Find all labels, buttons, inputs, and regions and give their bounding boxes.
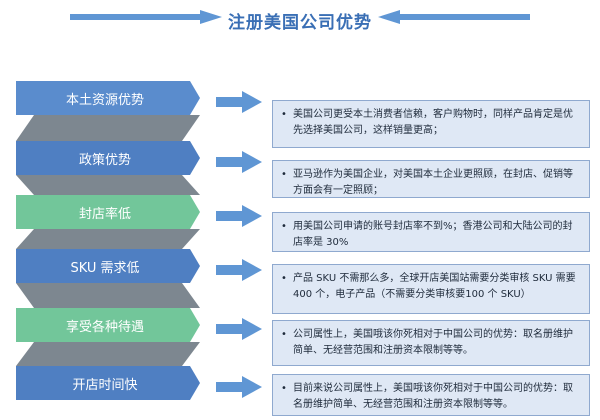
item-band [16, 195, 200, 229]
item-band [16, 366, 200, 400]
description-box: • 目前来说公司属性上，美国哦该你死相对于中国公司的优势：取名册维护简单、无经营范… [272, 374, 590, 416]
fold-connector [16, 115, 200, 141]
item-band [16, 249, 200, 283]
item-label: 本土资源优势 [65, 93, 144, 108]
page-title: 注册美国公司优势 [228, 13, 372, 33]
fold-connector [16, 283, 200, 308]
fold-connector [16, 229, 200, 249]
pointer-arrow-icon [216, 205, 262, 227]
bullet-icon: • [281, 329, 287, 340]
header: 注册美国公司优势 [0, 0, 600, 40]
pointer-arrow-icon [216, 318, 262, 340]
description-text: 亚马逊作为美国企业，对美国本土企业更照顾，在封店、促销等方面会有一定照顾； [293, 169, 573, 196]
description-box: • 公司属性上，美国哦该你死相对于中国公司的优势：取名册维护简单、无经营范围和注册… [272, 320, 590, 366]
pointer-arrow-icon [216, 151, 262, 173]
description-box: • 美国公司更受本土消费者信赖，客户购物时，同样产品肯定是优先选择美国公司，这样销… [272, 100, 590, 148]
description-text: 公司属性上，美国哦该你死相对于中国公司的优势：取名册维护简单、无经营范围和注册资… [293, 329, 573, 356]
pointer-arrow-icon [216, 259, 262, 281]
header-arrows [70, 10, 530, 24]
item-label: 开店时间快 [72, 378, 138, 393]
item-label: 享受各种待遇 [65, 320, 144, 335]
description-text: 用美国公司申请的账号封店率不到%；香港公司和大陆公司的封店率是 30% [293, 221, 573, 248]
bullet-icon: • [281, 273, 287, 284]
item-label: 政策优势 [78, 153, 131, 168]
description-box: • 产品 SKU 不需那么多，全球开店美国站需要分类审核 SKU 需要 400 个… [272, 264, 590, 314]
bullet-icon: • [281, 109, 287, 120]
item-band [16, 81, 200, 115]
item-label: SKU 需求低 [70, 261, 140, 276]
description-box: • 用美国公司申请的账号封店率不到%；香港公司和大陆公司的封店率是 30% [272, 212, 590, 252]
right-arrow-icon [378, 10, 530, 24]
item-label: 封店率低 [78, 207, 131, 222]
description-text: 美国公司更受本土消费者信赖，客户购物时，同样产品肯定是优先选择美国公司，这样销量… [293, 109, 573, 136]
bullet-icon: • [281, 169, 287, 180]
description-text: 产品 SKU 不需那么多，全球开店美国站需要分类审核 SKU 需要 400 个，… [293, 273, 576, 300]
bullet-icon: • [281, 383, 287, 394]
fold-connector [16, 342, 200, 366]
pointer-arrow-icon [216, 376, 262, 398]
description-box: • 亚马逊作为美国企业，对美国本土企业更照顾，在封店、促销等方面会有一定照顾； [272, 160, 590, 198]
description-text: 目前来说公司属性上，美国哦该你死相对于中国公司的优势：取名册维护简单、无经营范围… [293, 383, 573, 410]
item-band [16, 308, 200, 342]
pointer-arrow-icon [216, 91, 262, 113]
item-band [16, 141, 200, 175]
fold-connector [16, 175, 200, 195]
left-arrow-icon [70, 10, 222, 24]
bullet-icon: • [281, 221, 287, 232]
